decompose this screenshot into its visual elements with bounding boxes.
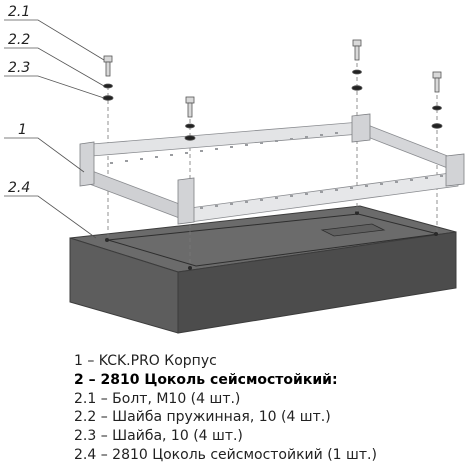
legend-item-2-4: 2.4 – 2810 Цоколь сейсмостойкий (1 шт.) — [74, 446, 377, 463]
frame-back-rail — [91, 121, 361, 157]
frame-corner-post — [351, 113, 371, 143]
spring-washer — [432, 105, 442, 111]
parts-legend: 1 – KCK.PRO Корпус 2 – 2810 Цоколь сейсм… — [74, 352, 474, 465]
bolt-head — [103, 55, 113, 63]
plinth-mount-hole — [105, 238, 109, 242]
legend-item-1: 1 – KCK.PRO Корпус — [74, 353, 217, 369]
legend-item-2-1: 2.1 – Болт, М10 (4 шт.) — [74, 390, 241, 407]
plinth-side-face — [177, 231, 457, 334]
callout-2-3: 2.3 — [8, 60, 30, 76]
plinth-inspection-cover — [320, 223, 386, 237]
spring-washer — [352, 69, 362, 75]
plinth-mount-hole — [355, 211, 359, 215]
plinth-mount-hole — [188, 266, 192, 270]
frame-corner-post — [445, 153, 465, 187]
rail-perforations — [110, 132, 443, 209]
kck-pro-frame — [79, 113, 465, 225]
bolt-head — [352, 39, 362, 47]
frame-corner-post — [177, 177, 195, 225]
frame-corner-post — [79, 141, 95, 187]
bolt-shank — [105, 61, 111, 77]
callout-1: 1 — [18, 122, 27, 138]
bolt-shank — [354, 45, 360, 61]
washer — [102, 95, 114, 101]
bolt-head — [432, 71, 442, 79]
callout-2-4: 2.4 — [8, 180, 30, 196]
spring-washer — [103, 83, 113, 89]
callout-2-2: 2.2 — [8, 32, 30, 48]
leader-lines — [4, 19, 105, 239]
bolt-shank — [187, 102, 193, 118]
legend-item-2-3: 2.3 – Шайба, 10 (4 шт.) — [74, 428, 243, 445]
fastener-set — [102, 39, 443, 141]
bolt-shank — [434, 77, 440, 93]
bolt-head — [185, 96, 195, 104]
plinth-mount-hole — [434, 232, 438, 236]
washer — [351, 85, 363, 91]
seismic-plinth — [69, 205, 457, 334]
legend-item-2: 2 – 2810 Цоколь сейсмостойкий: — [74, 371, 338, 388]
washer — [431, 123, 443, 129]
frame-front-bottom-rail — [83, 167, 191, 223]
legend-item-2-2: 2.2 – Шайба пружинная, 10 (4 шт.) — [74, 409, 331, 426]
frame-right-back-rail — [359, 121, 459, 173]
washer — [184, 135, 196, 141]
callout-2-1: 2.1 — [8, 4, 30, 20]
spring-washer — [185, 123, 195, 129]
exploded-assembly-drawing: 2.1 2.2 2.3 1 2.4 — [4, 4, 465, 334]
